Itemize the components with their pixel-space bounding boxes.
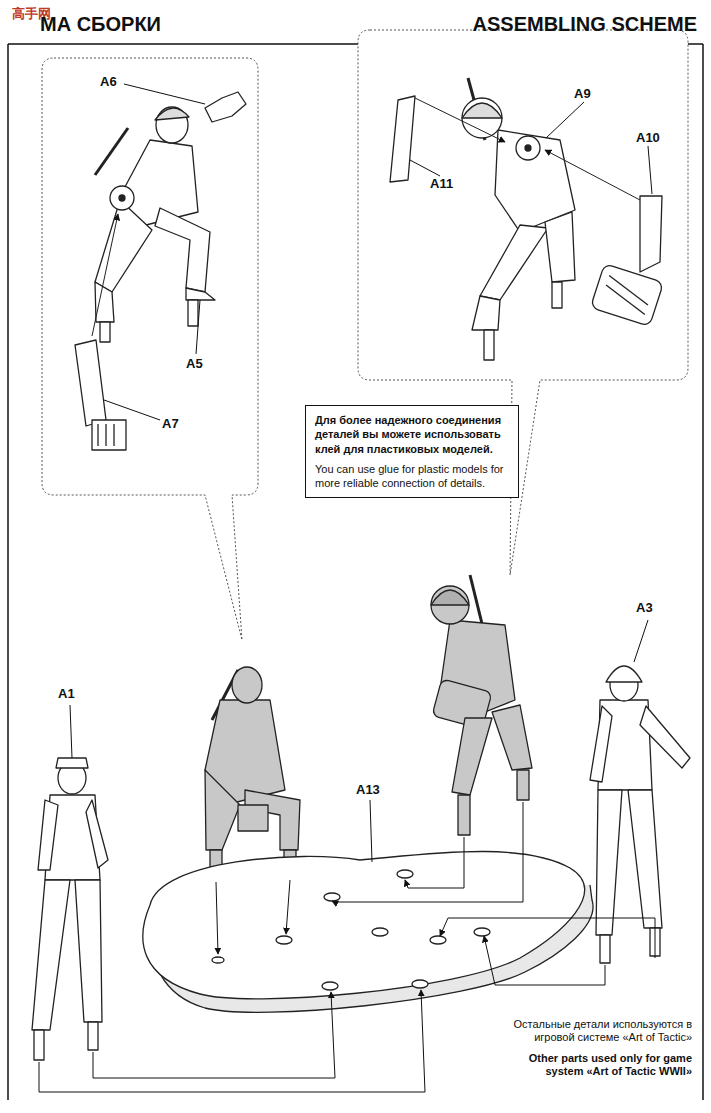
part-number: A13 (356, 782, 380, 798)
note-box: Для более надежного соединения деталей в… (305, 405, 519, 498)
note-text: You can use glue for plastic models for … (315, 462, 509, 491)
footnote: Other parts used only for game system «A… (496, 1052, 692, 1078)
part-number: A3 (636, 600, 653, 616)
footnote: Остальные детали используются в игровой … (496, 1018, 692, 1044)
assembly-arrow (39, 802, 655, 1092)
part-number: A11 (430, 176, 453, 192)
part-number: A6 (100, 74, 117, 90)
callout-bubble (42, 58, 258, 640)
part-number: A10 (636, 130, 660, 146)
part-number: A9 (574, 86, 591, 102)
note-text: Для более надежного соединения деталей в… (315, 413, 509, 456)
leader-line (70, 84, 652, 862)
page-title: ASSEMBLING SCHEME (473, 12, 697, 36)
part-number: A7 (162, 416, 179, 432)
soldier-figure (32, 78, 690, 1060)
part-number: A1 (58, 686, 75, 702)
part-number: A5 (186, 356, 203, 372)
page-title: МА СБОРКИ (40, 12, 161, 36)
base-plate (143, 851, 593, 1012)
